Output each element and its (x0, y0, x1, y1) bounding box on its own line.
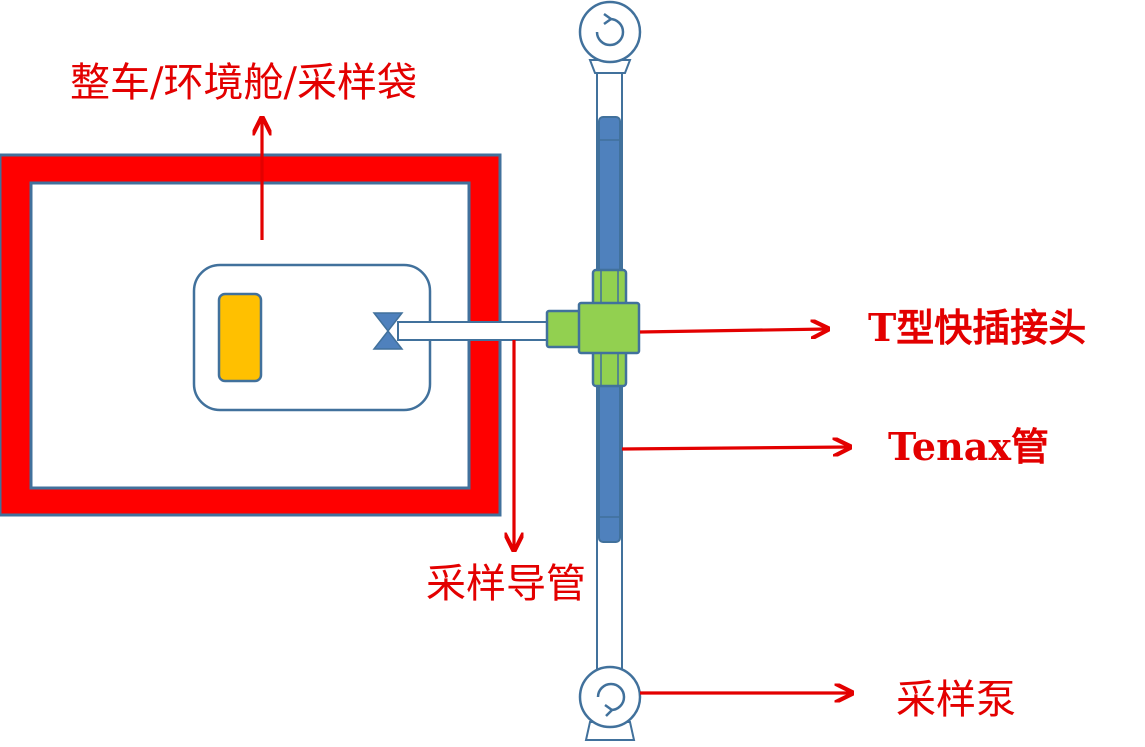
arrow-t-connector (639, 329, 828, 332)
t-connector (545, 268, 641, 388)
pump-icon-bottom (578, 665, 642, 741)
sampling-line-tube (397, 321, 551, 341)
t-connector-side (545, 309, 585, 349)
sample-item (217, 292, 263, 383)
sample-vessel (192, 263, 432, 412)
tenax-tube-upper (598, 116, 621, 288)
t-connector-label: T型快插接头 (868, 305, 1086, 350)
sampling-pump-label: 采样泵 (896, 677, 1016, 723)
sampling-line (397, 321, 551, 341)
sampling-line-label: 采样导管 (426, 561, 586, 607)
tenax-tube-label: Tenax管 (888, 424, 1049, 469)
valve-icon (372, 312, 404, 350)
t-connector-top (591, 268, 628, 308)
annotation-arrows (262, 118, 852, 693)
t-connector-body (577, 301, 641, 355)
arrow-tenax (621, 447, 850, 449)
t-connector-bottom (591, 348, 628, 388)
enclosure-label: 整车/环境舱/采样袋 (70, 60, 417, 106)
pump-icon-top (578, 0, 642, 74)
